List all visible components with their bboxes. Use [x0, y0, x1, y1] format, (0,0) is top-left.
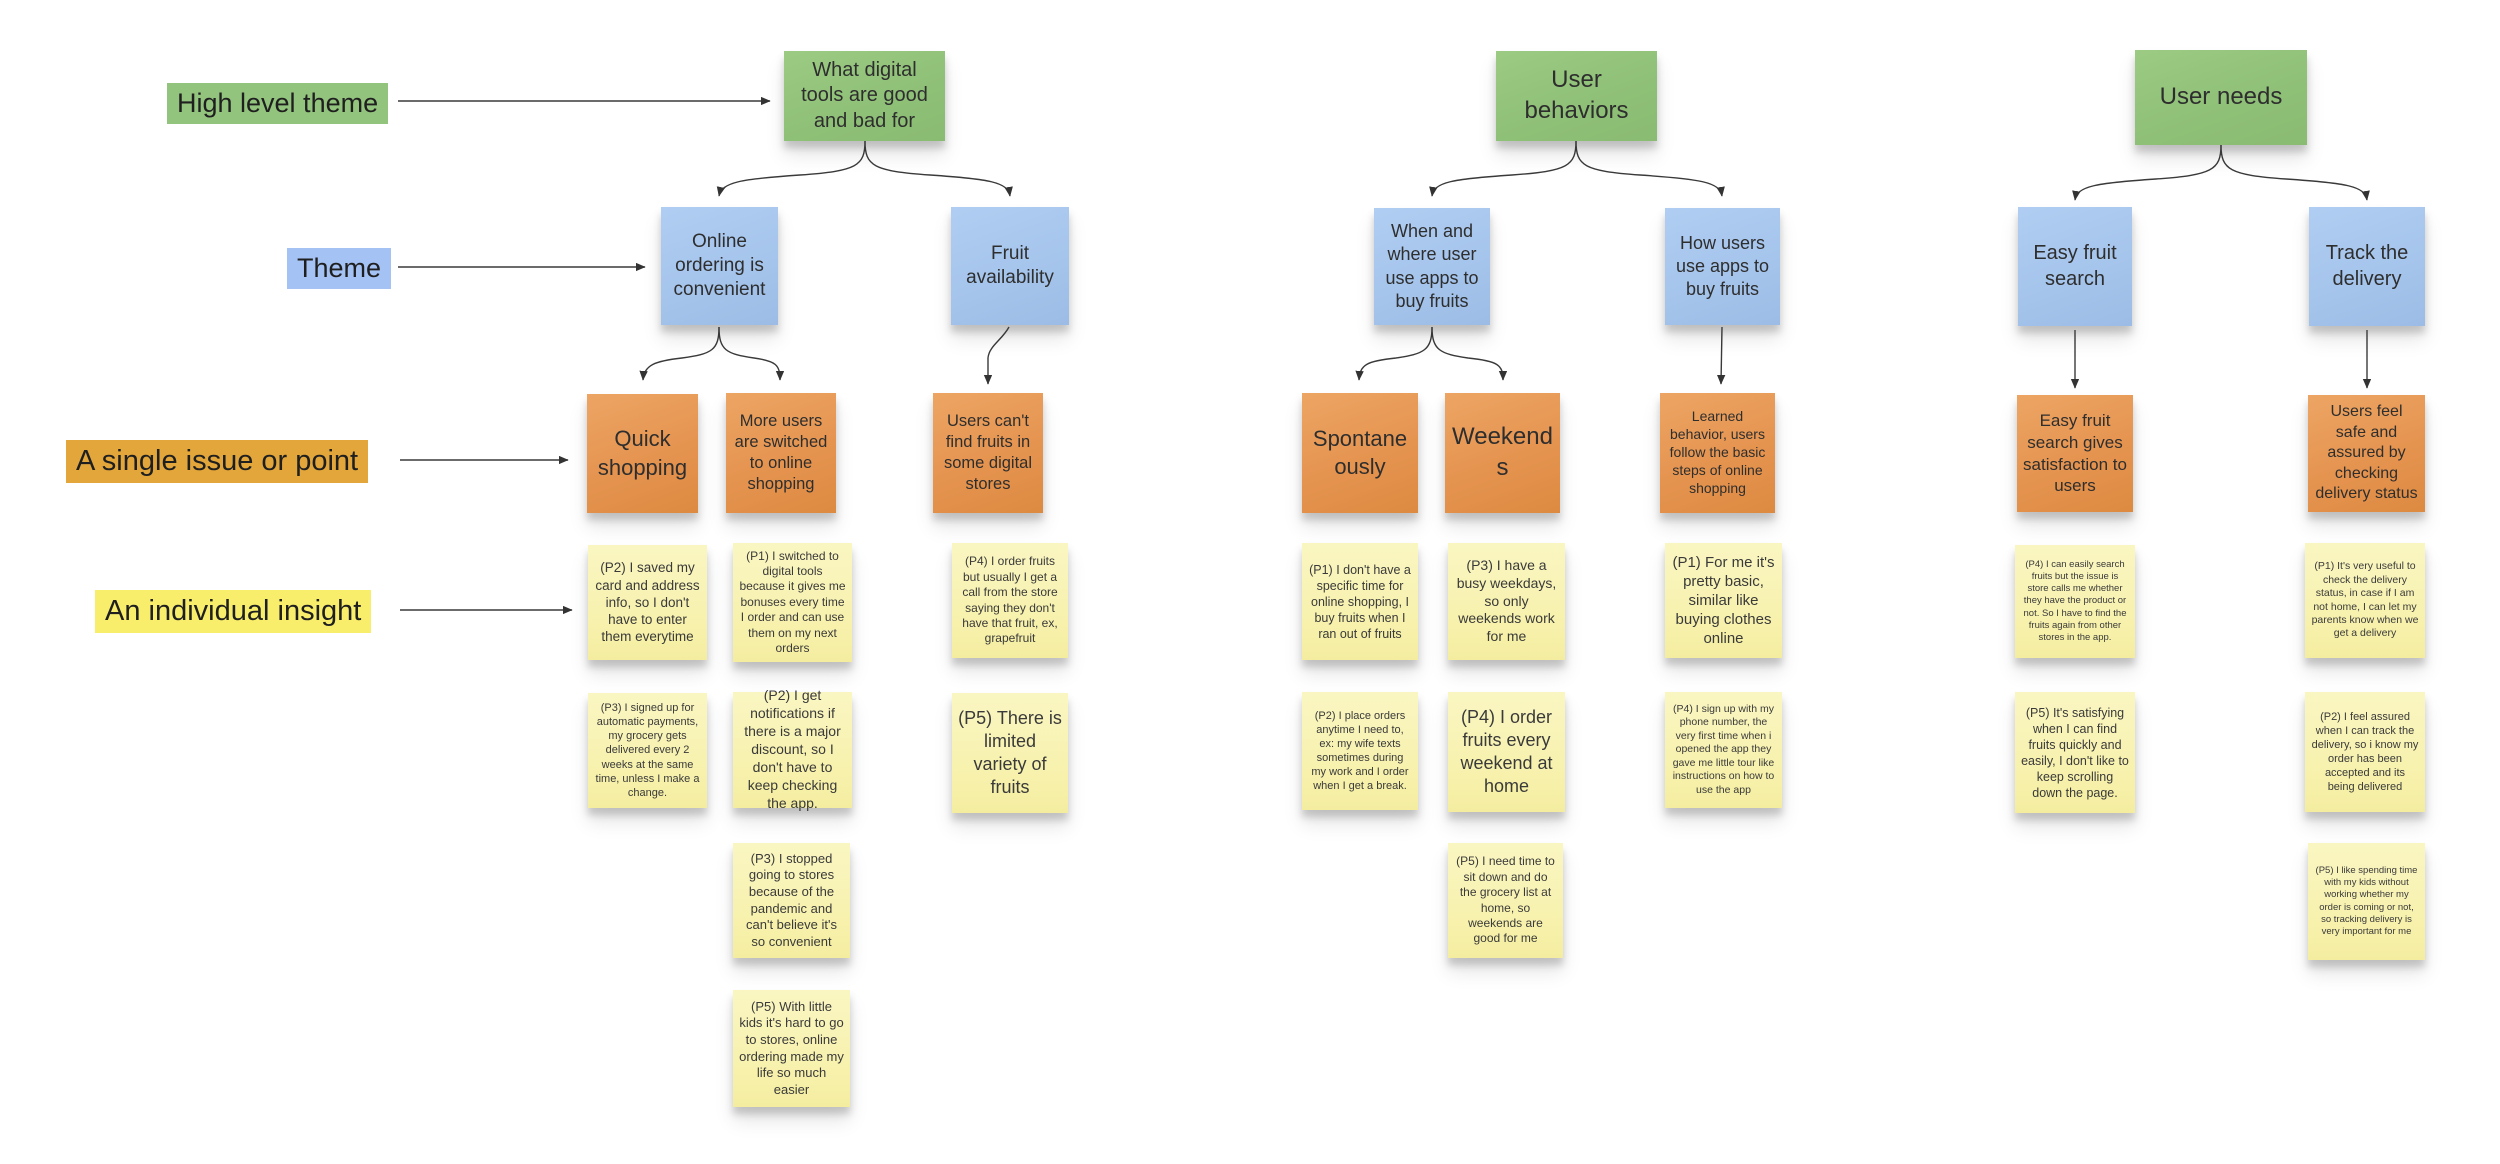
insight-note[interactable]: (P2) I saved my card and address info, s…	[588, 545, 707, 660]
legend-high-level-theme[interactable]: High level theme	[167, 83, 389, 124]
point-note[interactable]: Users feel safe and assured by checking …	[2308, 395, 2425, 512]
insight-note[interactable]: (P3) I have a busy weekdays, so only wee…	[1448, 543, 1565, 660]
insight-note[interactable]: (P1) For me it's pretty basic, similar l…	[1665, 543, 1782, 658]
insight-note[interactable]: (P4) I sign up with my phone number, the…	[1665, 692, 1782, 808]
insight-note[interactable]: (P2) I get notifications if there is a m…	[733, 687, 852, 811]
point-note[interactable]: Quick shopping	[587, 394, 698, 513]
theme-note[interactable]: Fruit availability	[951, 207, 1069, 325]
theme-note[interactable]: How users use apps to buy fruits	[1665, 208, 1780, 325]
theme-note[interactable]: Track the delivery	[2309, 207, 2425, 326]
high-level-theme-note[interactable]: User needs	[2135, 50, 2307, 145]
insight-note[interactable]: (P2) I feel assured when I can track the…	[2305, 692, 2425, 812]
insight-note[interactable]: (P1) It's very useful to check the deliv…	[2305, 543, 2425, 658]
point-note[interactable]: Spontaneously	[1302, 393, 1418, 513]
insight-note[interactable]: (P5) It's satisfying when I can find fru…	[2015, 692, 2135, 813]
point-note[interactable]: More users are switched to online shoppi…	[726, 393, 836, 513]
theme-note[interactable]: Online ordering is convenient	[661, 207, 778, 325]
insight-note[interactable]: (P5) I like spending time with my kids w…	[2308, 843, 2425, 960]
insight-note[interactable]: (P3) I stopped going to stores because o…	[733, 843, 850, 958]
point-note[interactable]: Learned behavior, users follow the basic…	[1660, 393, 1775, 513]
insight-note[interactable]: (P3) I signed up for automatic payments,…	[588, 693, 707, 808]
insight-note[interactable]: (P5) With little kids it's hard to go to…	[733, 990, 850, 1107]
legend-theme[interactable]: Theme	[287, 248, 392, 289]
legend-single-issue[interactable]: A single issue or point	[66, 440, 369, 483]
high-level-theme-note[interactable]: What digital tools are good and bad for	[784, 51, 945, 141]
insight-note[interactable]: (P1) I switched to digital tools because…	[733, 543, 852, 662]
insight-note[interactable]: (P5) There is limited variety of fruits	[952, 693, 1068, 813]
theme-note[interactable]: Easy fruit search	[2018, 207, 2132, 326]
legend-individual-insight[interactable]: An individual insight	[95, 590, 372, 633]
insight-note[interactable]: (P1) I don't have a specific time for on…	[1302, 543, 1418, 660]
point-note[interactable]: Weekends	[1445, 393, 1560, 513]
insight-note[interactable]: (P4) I order fruits every weekend at hom…	[1448, 692, 1565, 812]
insight-note[interactable]: (P4) I can easily search fruits but the …	[2015, 545, 2135, 658]
insight-note[interactable]: (P4) I order fruits but usually I get a …	[952, 543, 1068, 658]
insight-note[interactable]: (P5) I need time to sit down and do the …	[1448, 843, 1563, 958]
point-note[interactable]: Easy fruit search gives satisfaction to …	[2017, 395, 2133, 512]
high-level-theme-note[interactable]: User behaviors	[1496, 51, 1657, 141]
theme-note[interactable]: When and where user use apps to buy frui…	[1374, 208, 1490, 325]
point-note[interactable]: Users can't find fruits in some digital …	[933, 393, 1043, 513]
insight-note[interactable]: (P2) I place orders anytime I need to, e…	[1302, 692, 1418, 810]
